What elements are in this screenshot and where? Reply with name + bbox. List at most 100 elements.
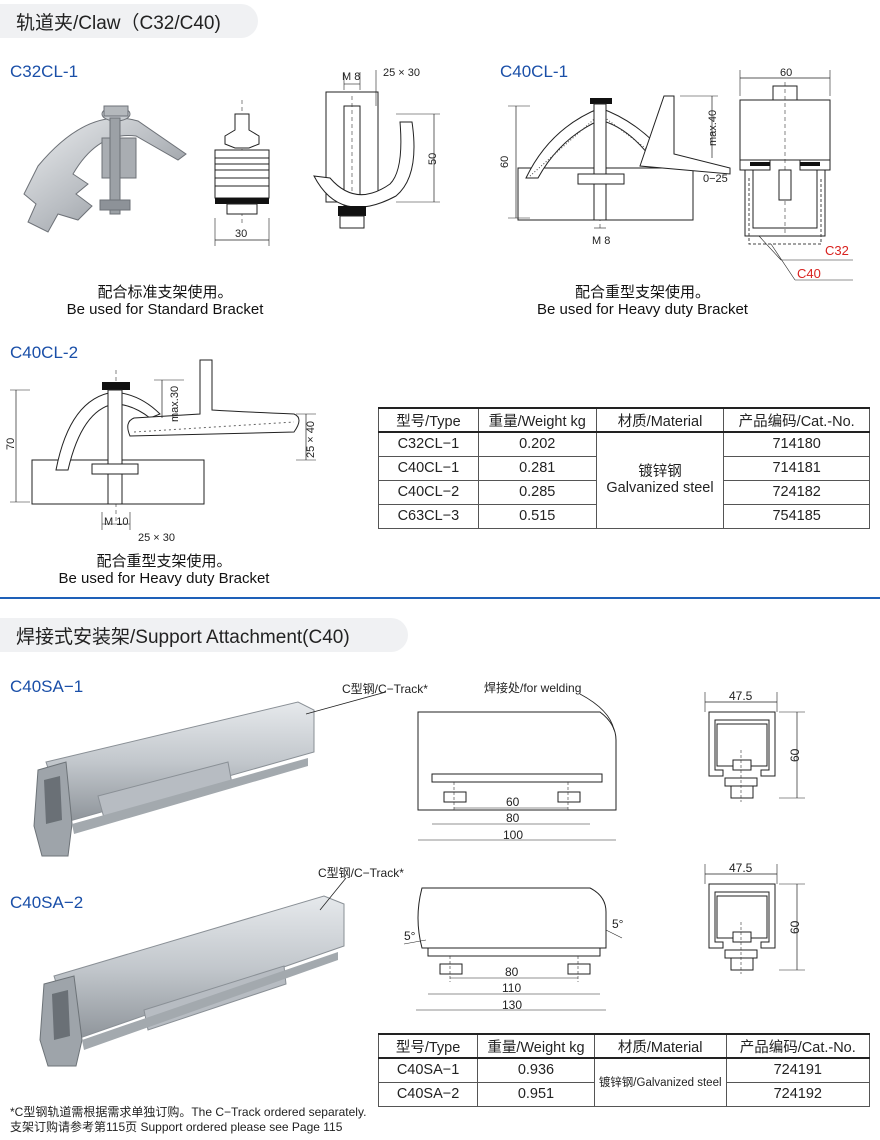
dim-c40-2-m10: M 10 [104,516,128,528]
ctrack-label-sa1: C型钢/C−Track* [342,682,428,696]
dim-sa1-60: 60 [506,795,520,809]
dim-sa1-100: 100 [503,828,523,842]
claw-row-cat: 714181 [723,455,870,481]
part-label-c40cl2: C40CL-2 [10,343,79,362]
welding-label: 焊接处/for welding [484,681,582,695]
caption-c40cl2-en: Be used for Heavy duty Bracket [58,570,270,587]
claw-title-text: 轨道夹/Claw（C32/C40) [16,13,221,34]
ctrack-leader-sa2 [319,877,347,911]
c40sa2-end-drawing: 47.5 60 [704,862,805,974]
dim-c32-25x30: 25 × 30 [383,67,420,79]
claw-row-weight: 0.515 [477,503,597,529]
dim-c40-2-25x30: 25 × 30 [138,532,175,544]
table-row: C32CL−1 0.202 镀锌钢 Galvanized steel 71418… [378,431,870,529]
dim-sa2-5r: 5° [612,917,624,931]
claw-header-type: 型号/Type [378,407,479,433]
caption-c32cl1-cn: 配合标准支架使用。 [97,284,233,301]
section-title-support: 焊接式安装架/Support Attachment(C40) [0,618,408,652]
support-row-cat: 724191 [725,1057,871,1083]
support-header-cat: 产品编码/Cat.-No. [725,1033,871,1059]
caption-c40cl1: 配合重型支架使用。 Be used for Heavy duty Bracket [510,284,775,318]
claw-material-cell: 镀锌钢 Galvanized steel [595,431,725,529]
support-header-type: 型号/Type [377,1033,479,1059]
claw-row-cat: 714180 [723,431,870,457]
table-row: C40CL−2 0.285 724182 [378,479,870,505]
support-row-weight: 0.936 [477,1057,595,1083]
c40sa1-end-drawing: 47.5 60 [704,690,805,802]
dim-c40-1-max40: max.40 [707,110,719,146]
part-label-c40sa1: C40SA−1 [10,677,84,696]
c32cl1-front-drawing: M 8 25 × 30 50 [313,67,440,229]
c40sa1-product-photo [33,701,315,857]
table-row: C40CL−1 0.281 714181 [378,455,870,481]
support-header-material: 材质/Material [593,1033,727,1059]
caption-c40cl1-en: Be used for Heavy duty Bracket [537,301,748,318]
claw-material-en: Galvanized steel [606,480,714,497]
ctrack-leader-sa1 [305,691,387,715]
claw-header-material: 材质/Material [595,407,725,433]
caption-c32cl1-en: Be used for Standard Bracket [66,301,264,318]
ctrack-label-sa2: C型钢/C−Track* [318,866,404,880]
c40cl1-section-drawing: 60 max.40 0−25 M 8 [499,95,731,247]
dim-c40-2-max30: max.30 [169,386,181,422]
c32cl1-product-photo [23,105,187,233]
dim-sa2-130: 130 [502,998,522,1012]
dim-c40-1-60h: 60 [499,156,511,168]
support-row-type: C40SA−1 [377,1057,479,1083]
claw-row-type: C40CL−2 [378,479,479,505]
dim-sa1-475: 47.5 [729,690,753,703]
c40sa2-side-drawing: 5° 5° 80 110 130 [403,887,624,1012]
claw-row-type: C40CL−1 [378,455,479,481]
claw-row-weight: 0.285 [477,479,597,505]
dim-c40-1-c40: C40 [797,266,821,281]
table-row: C40SA−2 0.951 724192 [377,1081,871,1107]
footnote: *C型钢轨道需根据需求单独订购。The C−Track ordered sepa… [10,1105,366,1135]
dim-sa1-h60: 60 [788,748,802,762]
claw-header-weight: 重量/Weight kg [477,407,597,433]
dim-c40-1-60w: 60 [780,67,792,79]
support-title-text: 焊接式安装架/Support Attachment(C40) [16,627,350,648]
table-row: C63CL−3 0.515 754185 [378,503,870,529]
support-spec-table: 型号/Type 重量/Weight kg 材质/Material 产品编码/Ca… [377,1033,871,1107]
section-title-claw: 轨道夹/Claw（C32/C40) [0,4,258,38]
claw-header-cat: 产品编码/Cat.-No. [723,407,870,433]
caption-c40cl1-cn: 配合重型支架使用。 [574,284,710,301]
c32cl1-side-drawing: 30 [214,100,270,246]
footnote-line-1: *C型钢轨道需根据需求单独订购。The C−Track ordered sepa… [10,1105,367,1119]
dim-c40-2-25x40: 25 × 40 [305,421,317,458]
dim-sa1-80: 80 [506,811,520,825]
claw-row-cat: 724182 [723,479,870,505]
claw-row-weight: 0.202 [477,431,597,457]
dim-c40-1-m8: M 8 [592,235,610,247]
claw-row-type: C63CL−3 [378,503,479,529]
support-table-header: 型号/Type 重量/Weight kg 材质/Material 产品编码/Ca… [377,1033,871,1059]
dim-sa2-80: 80 [505,965,519,979]
dim-sa2-h60: 60 [788,920,802,934]
caption-c40cl2: 配合重型支架使用。 Be used for Heavy duty Bracket [30,553,298,587]
dim-c40-1-c32: C32 [825,243,849,258]
support-material-cell: 镀锌钢/Galvanized steel [593,1057,727,1107]
c40cl1-end-drawing: 60 C32 C40 [739,67,853,281]
support-header-weight: 重量/Weight kg [477,1033,595,1059]
caption-c32cl1: 配合标准支架使用。 Be used for Standard Bracket [40,284,290,318]
dim-c40-2-70: 70 [5,438,17,450]
claw-table-header: 型号/Type 重量/Weight kg 材质/Material 产品编码/Ca… [378,407,870,433]
dim-c40-1-025: 0−25 [703,173,728,185]
dim-sa2-5l: 5° [404,929,416,943]
footnote-line-2: 支架订购请参考第115页 Support ordered please see … [10,1120,343,1134]
claw-material-cn: 镀锌钢 [638,464,682,481]
dim-sa2-110: 110 [502,981,521,995]
table-row: C40SA−1 0.936 镀锌钢/Galvanized steel 72419… [377,1057,871,1107]
support-row-weight: 0.951 [477,1081,595,1107]
claw-row-type: C32CL−1 [378,431,479,457]
support-row-type: C40SA−2 [377,1081,479,1107]
c40sa1-side-drawing: 60 80 100 [417,693,617,842]
dim-c32-50: 50 [427,153,439,165]
c40cl2-section-drawing: 70 max.30 25 × 40 M 10 25 × 30 [5,359,317,544]
c40sa2-product-photo [39,895,345,1067]
dim-sa2-475: 47.5 [729,862,753,875]
section-divider [0,597,880,599]
support-row-cat: 724192 [725,1081,871,1107]
dim-c32-m8: M 8 [342,71,360,83]
part-label-c40cl1: C40CL-1 [500,62,569,81]
